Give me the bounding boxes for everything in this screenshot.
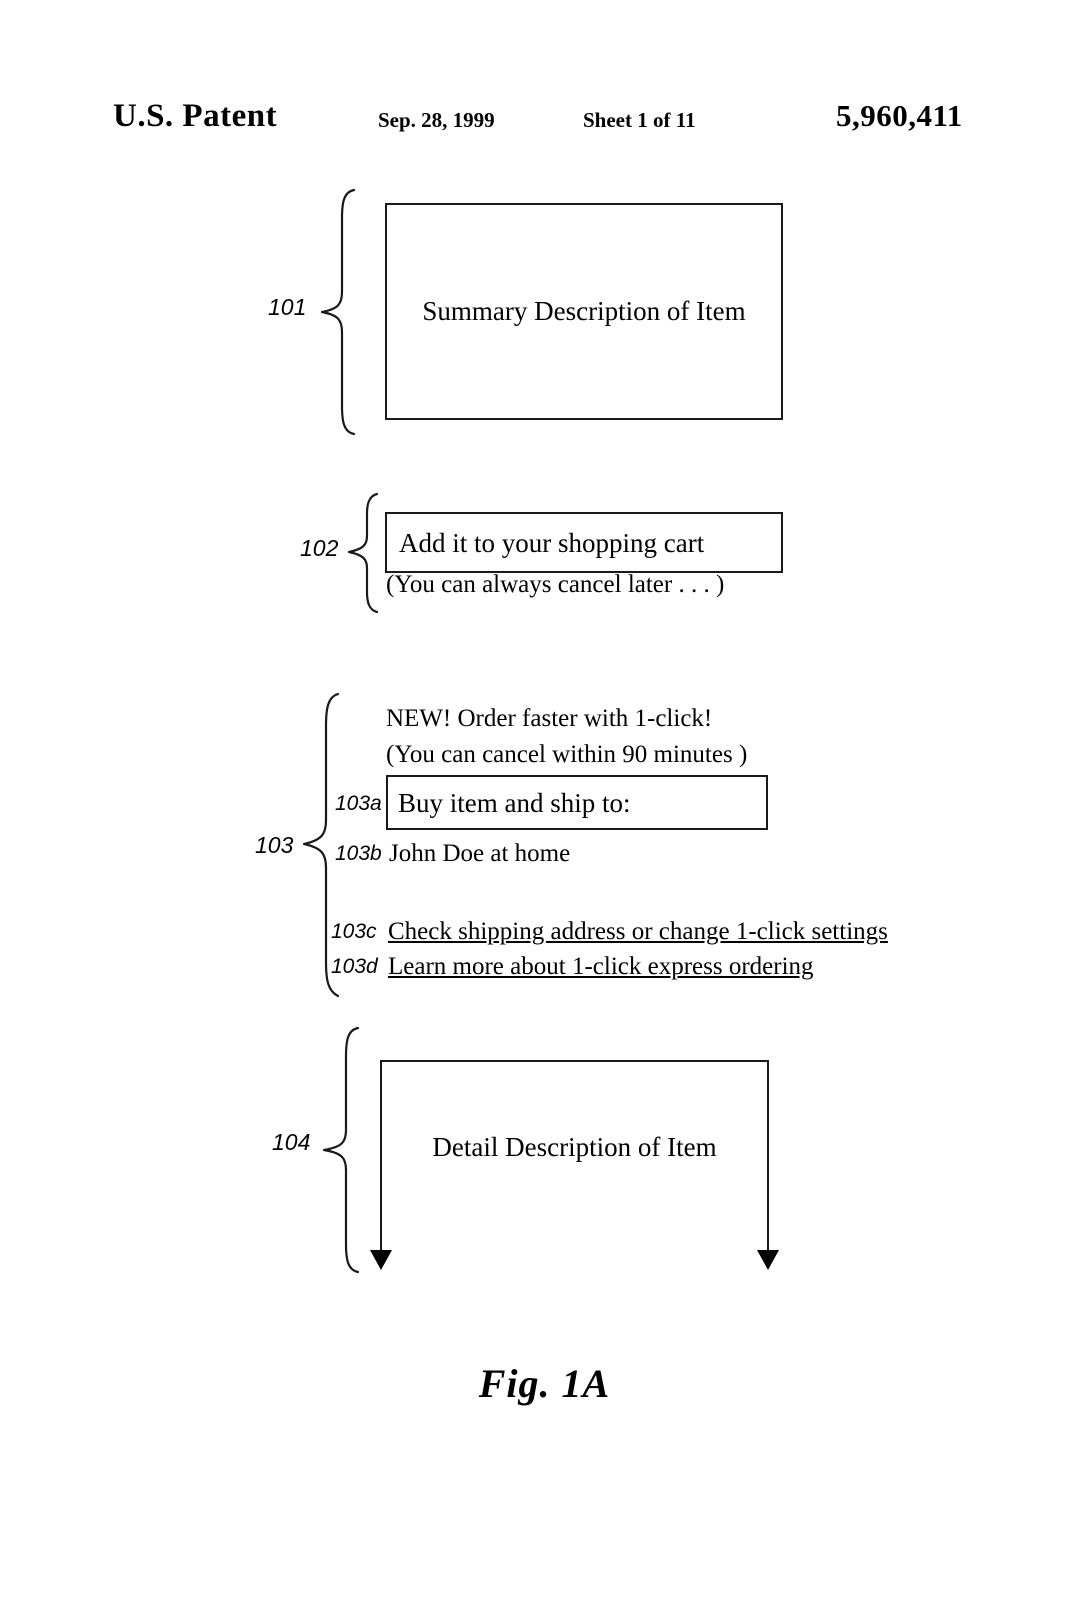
arrowhead-left-icon <box>370 1250 392 1270</box>
cancel-later-caption: (You can always cancel later . . . ) <box>386 571 725 598</box>
one-click-headline: NEW! Order faster with 1-click! <box>386 705 713 732</box>
reference-numeral-103a: 103a <box>335 792 382 815</box>
patent-office-label: U.S. Patent <box>113 98 278 134</box>
brace-104 <box>320 1026 362 1274</box>
add-to-cart-button[interactable]: Add it to your shopping cart <box>385 512 783 573</box>
brace-103 <box>300 692 342 998</box>
brace-101 <box>318 188 358 436</box>
sheet-number: Sheet 1 of 11 <box>583 108 696 132</box>
add-to-cart-label: Add it to your shopping cart <box>399 528 705 558</box>
check-shipping-address-link[interactable]: Check shipping address or change 1-click… <box>388 918 888 945</box>
figure-caption: Fig. 1A <box>478 1361 611 1406</box>
arrowhead-right-icon <box>757 1250 779 1270</box>
reference-numeral-101: 101 <box>268 294 307 320</box>
detail-description-box[interactable]: Detail Description of Item <box>380 1060 769 1260</box>
summary-description-text: Summary Description of Item <box>422 296 746 326</box>
learn-more-one-click-link[interactable]: Learn more about 1-click express orderin… <box>388 953 814 980</box>
buy-item-and-ship-to-button[interactable]: Buy item and ship to: <box>386 775 768 830</box>
reference-numeral-103: 103 <box>255 832 294 858</box>
brace-102 <box>345 492 381 614</box>
reference-numeral-104: 104 <box>272 1129 311 1155</box>
summary-description-box[interactable]: Summary Description of Item <box>385 203 783 420</box>
reference-numeral-102: 102 <box>300 535 339 561</box>
ship-to-recipient-text: John Doe at home <box>389 840 571 867</box>
detail-description-text: Detail Description of Item <box>432 1132 717 1162</box>
patent-date: Sep. 28, 1999 <box>378 108 495 132</box>
reference-numeral-103b: 103b <box>335 842 382 865</box>
one-click-subhead: (You can cancel within 90 minutes ) <box>386 741 748 768</box>
patent-number: 5,960,411 <box>836 98 963 133</box>
buy-item-and-ship-to-label: Buy item and ship to: <box>398 788 631 818</box>
reference-numeral-103d: 103d <box>331 955 378 978</box>
reference-numeral-103c: 103c <box>331 920 377 943</box>
